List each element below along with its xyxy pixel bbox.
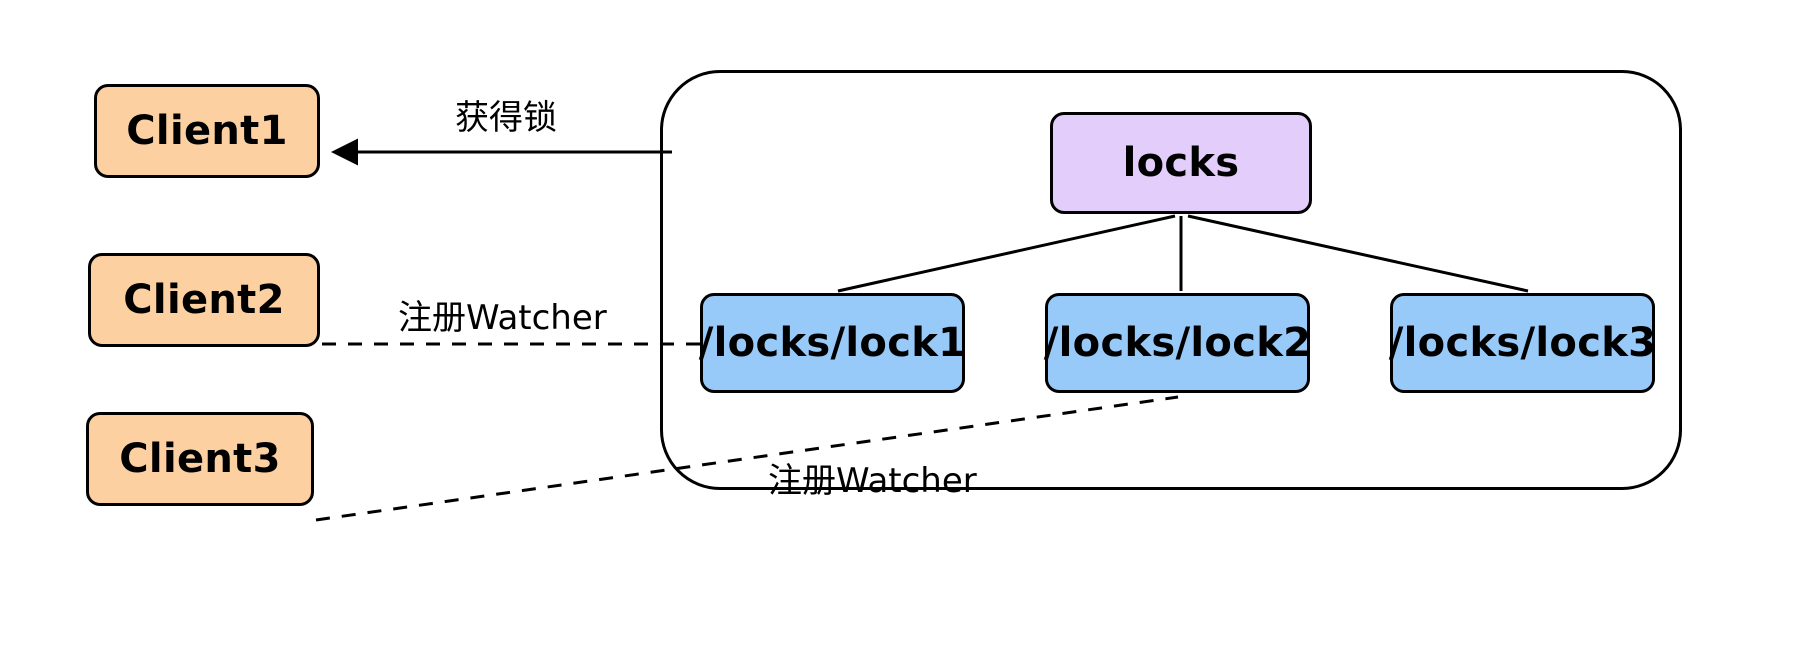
edge-label-register-watcher-client3: 注册Watcher	[768, 461, 977, 501]
zookeeper-ensemble-container	[660, 70, 1682, 490]
znode-locks-root-label: locks	[1122, 140, 1240, 186]
client-node-1-label: Client1	[126, 108, 288, 154]
client-node-2-label: Client2	[123, 277, 285, 323]
znode-lock3[interactable]: /locks/lock3	[1388, 293, 1657, 393]
znode-lock1-label: /locks/lock1	[698, 320, 967, 366]
znode-lock2[interactable]: /locks/lock2	[1043, 293, 1312, 393]
client-node-1[interactable]: Client1	[94, 84, 320, 178]
znode-locks-root[interactable]: locks	[1050, 112, 1312, 214]
client-node-2[interactable]: Client2	[88, 253, 320, 347]
client-node-3[interactable]: Client3	[86, 412, 314, 506]
tree-link-lock3	[1187, 214, 1529, 293]
edge-label-register-watcher-client2: 注册Watcher	[398, 298, 607, 338]
znode-lock2-label: /locks/lock2	[1043, 320, 1312, 366]
client-node-3-label: Client3	[119, 436, 281, 482]
znode-lock3-label: /locks/lock3	[1388, 320, 1657, 366]
edge-label-acquire-lock: 获得锁	[455, 98, 557, 138]
znode-lock1[interactable]: /locks/lock1	[698, 293, 967, 393]
tree-link-lock1	[837, 214, 1176, 293]
